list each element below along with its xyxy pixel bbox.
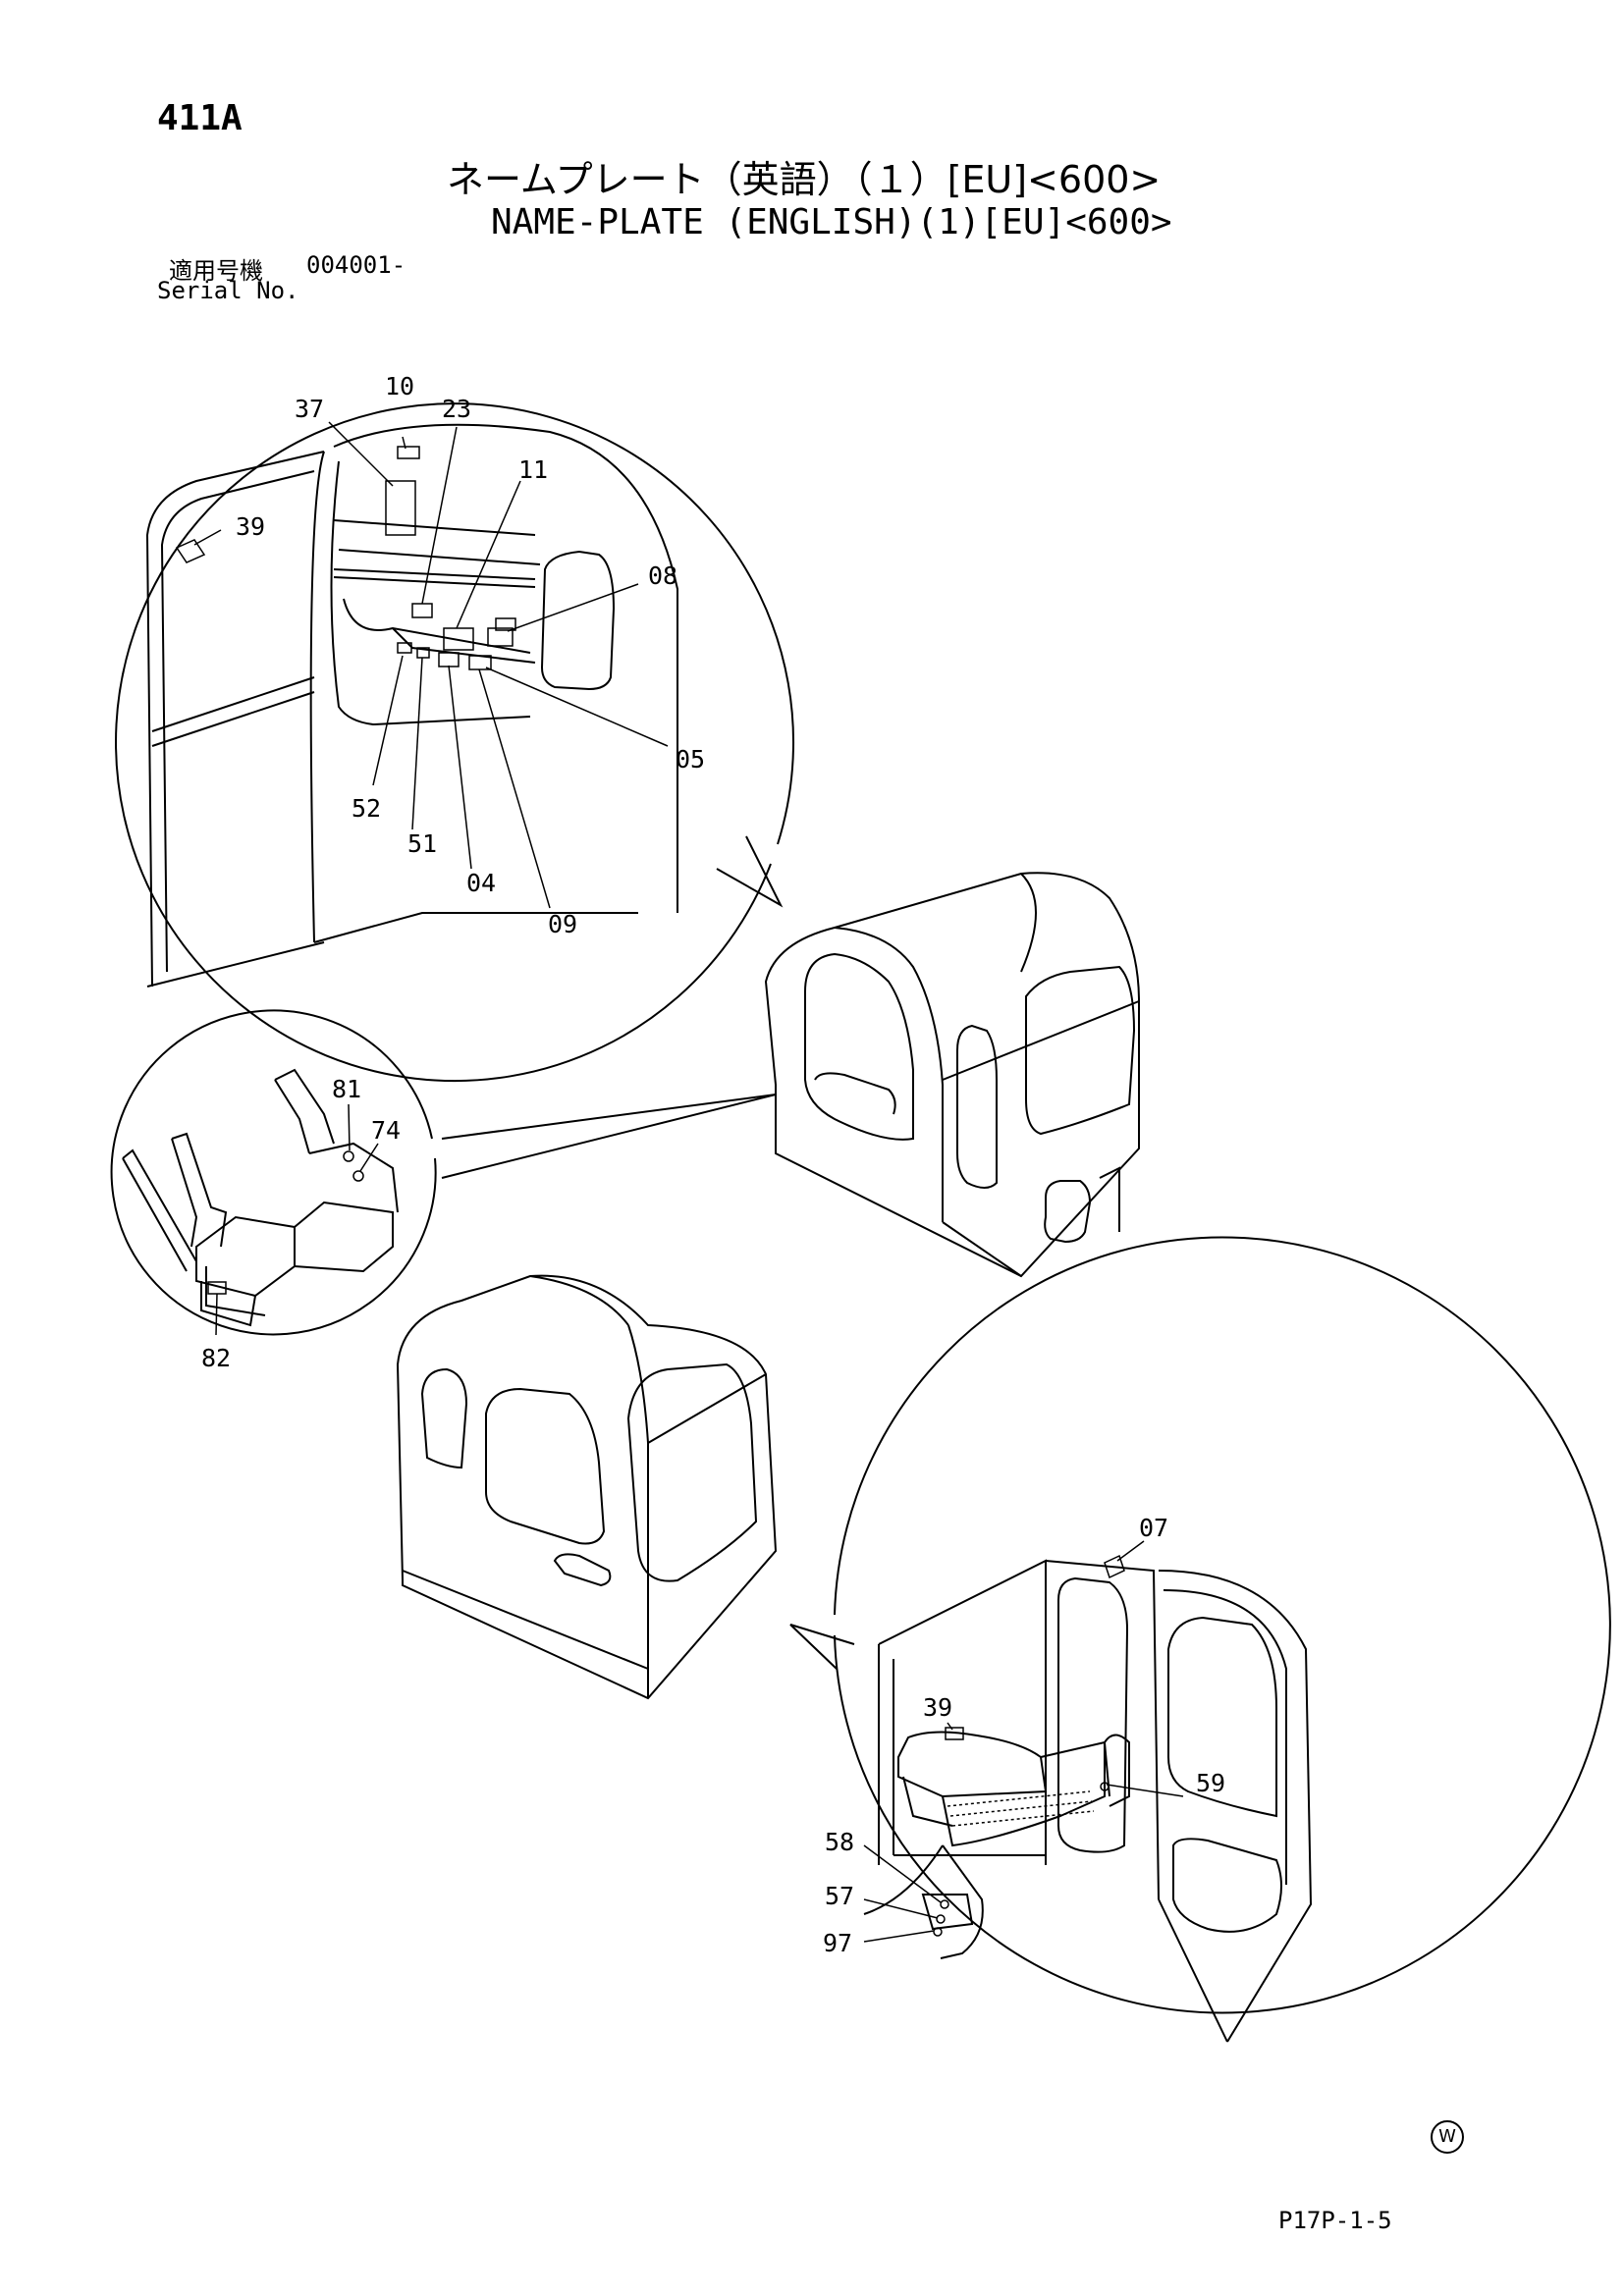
callout-97: 97 [823,1929,852,1957]
callout-74: 74 [371,1116,401,1145]
cab-front-view [396,1274,778,1700]
callout-58: 58 [825,1828,854,1856]
callout-51: 51 [407,829,437,858]
detail-circle-console: 81 74 82 [110,1009,777,1372]
callout-09: 09 [548,910,577,938]
serial-label-english: Serial No. [157,277,299,304]
callout-52: 52 [352,794,381,823]
callout-39-interior: 39 [923,1693,952,1722]
title-japanese: ネームプレート（英語）（１）[EU]<600> [447,158,1162,201]
callout-82: 82 [201,1344,231,1372]
callout-07: 07 [1139,1514,1168,1542]
callout-39-rear: 39 [236,512,265,541]
callout-11: 11 [518,455,548,484]
copyright-mark: W [1431,2120,1464,2154]
serial-value: 004001- [306,251,406,279]
callout-57: 57 [825,1882,854,1910]
detail-circle-rear-wall: 10 37 23 11 39 08 05 52 51 04 09 [115,372,795,1083]
page-code: 411A [157,98,243,138]
callout-04: 04 [466,869,496,897]
callout-08: 08 [648,561,677,590]
serial-label-japanese: 適用号機 [169,257,263,285]
detail-circle-interior: 07 39 59 58 57 97 [789,1236,1611,2043]
callout-05: 05 [676,745,705,774]
callout-37: 37 [295,395,324,423]
cab-rear-view [764,872,1140,1278]
title-english: NAME-PLATE (ENGLISH)(1)[EU]<600> [491,202,1172,242]
page-reference: P17P-1-5 [1278,2207,1392,2234]
callout-23: 23 [442,395,471,423]
callout-10: 10 [385,372,414,400]
callout-59: 59 [1196,1769,1225,1797]
callout-81: 81 [332,1075,361,1103]
